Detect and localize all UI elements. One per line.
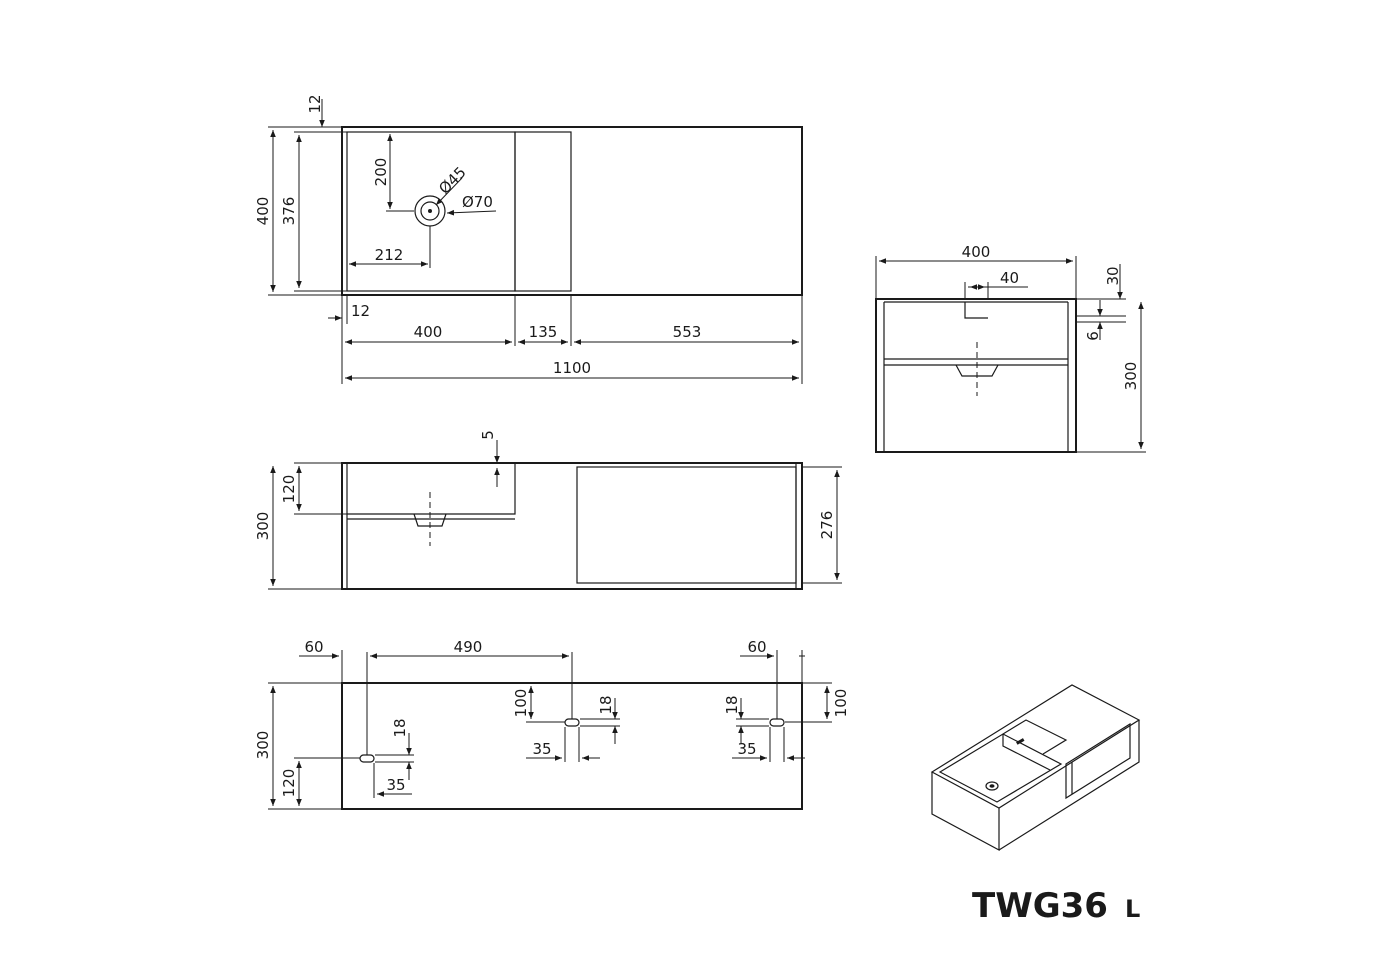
- leader-line: [435, 177, 463, 206]
- side-view-outline: [875, 298, 1077, 453]
- dim-front-height: 300: [254, 512, 272, 541]
- dim-bottom-offset: 120: [280, 769, 298, 798]
- dim-slot-h-left: 18: [391, 718, 409, 737]
- front-basin-outline: [346, 462, 571, 589]
- side-slot: [964, 302, 988, 319]
- top-view-outline: [341, 126, 803, 296]
- dim-tray-width: 135: [529, 323, 558, 341]
- dim-top-offset-right: 100: [832, 689, 850, 718]
- iso-top-face: [930, 684, 1141, 809]
- front-view-outline: [341, 462, 803, 590]
- dim-drain-y: 200: [372, 158, 390, 187]
- dim-slot-w-right: 35: [737, 740, 756, 758]
- dim-slot-h-mid: 18: [597, 695, 615, 714]
- dim-drain-outer: Ø70: [462, 193, 493, 211]
- dim-slot-w-left: 35: [386, 776, 405, 794]
- dim-basin-depth: 120: [280, 475, 298, 504]
- mount-slot-middle: [564, 718, 580, 727]
- dim-height-outer: 400: [254, 197, 272, 226]
- dim-step: 5: [479, 430, 497, 440]
- drain-inner-circle: [420, 201, 440, 221]
- dim-offset: 40: [1000, 269, 1019, 287]
- dim-depth: 400: [962, 243, 991, 261]
- dim-back-height: 300: [254, 731, 272, 760]
- model-code: TWG36: [972, 886, 1108, 926]
- dim-drain-x: 212: [375, 246, 404, 264]
- dim-top-thickness: 30: [1104, 266, 1122, 285]
- dim-slot-h-right: 18: [723, 695, 741, 714]
- dim-right-edge: 60: [747, 638, 766, 656]
- front-shelf-opening: [576, 466, 797, 584]
- iso-front-face: [931, 772, 1000, 852]
- product-title: TWG36 L: [972, 886, 1140, 926]
- tray-outline: [514, 131, 572, 292]
- dim-wall-top: 12: [306, 94, 324, 113]
- dim-top-offset-mid: 100: [512, 689, 530, 718]
- dim-shelf-height: 276: [818, 511, 836, 540]
- side-view: 400 40 30 6 300: [875, 243, 1146, 453]
- iso-basin-opening: [938, 733, 1063, 803]
- back-view: 60 490 60 100 18 35 18: [254, 638, 850, 810]
- dim-gap: 6: [1084, 331, 1102, 341]
- iso-right-face: [998, 720, 1140, 851]
- dim-total-length: 1100: [553, 359, 591, 377]
- iso-basin-wall: [1002, 734, 1051, 771]
- dim-shelf-width: 553: [673, 323, 702, 341]
- dim-height-inner: 376: [280, 197, 298, 226]
- model-variant: L: [1125, 895, 1140, 923]
- dim-hole-spacing: 490: [454, 638, 483, 656]
- drain-center: [428, 209, 432, 213]
- mount-slot-right: [769, 718, 785, 727]
- dim-basin-width: 400: [414, 323, 443, 341]
- iso-tray: [1002, 719, 1068, 755]
- iso-drain-inner: [989, 784, 995, 788]
- iso-shelf-opening: [1065, 722, 1131, 800]
- dim-side-height: 300: [1122, 362, 1140, 391]
- dim-wall-left: 12: [351, 302, 370, 320]
- front-view: 5 120 300 276: [254, 430, 842, 590]
- mount-slot-left: [359, 754, 375, 763]
- isometric-view: [930, 684, 1141, 852]
- leader-line: [446, 209, 497, 216]
- iso-drain: [985, 781, 999, 791]
- iso-tray-slot: [1016, 738, 1025, 745]
- dim-left-edge: 60: [304, 638, 323, 656]
- dim-slot-w-mid: 35: [532, 740, 551, 758]
- top-view: 12 400 376 200 212 Ø45 Ø70 12: [254, 94, 803, 384]
